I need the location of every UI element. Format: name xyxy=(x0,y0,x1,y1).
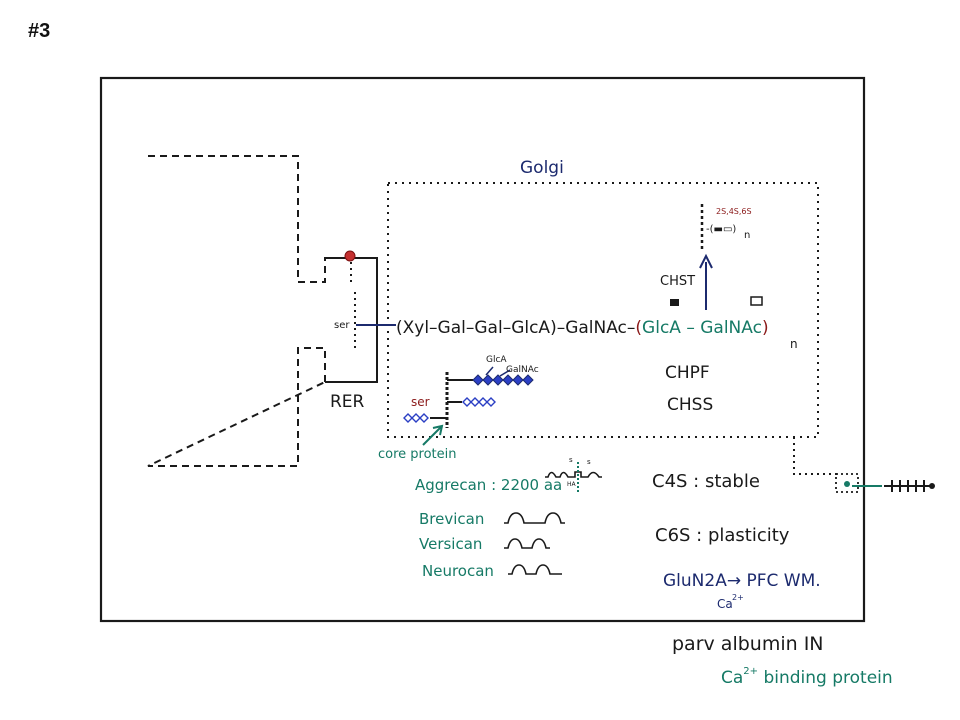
repeat-subscript-n: n xyxy=(790,337,798,351)
aggrecan-mark-s1: s xyxy=(569,456,573,464)
golgi-outline xyxy=(387,182,819,438)
c4s-note: C4S : stable xyxy=(652,471,760,492)
neurocan-domain-icon xyxy=(508,564,562,575)
export-path xyxy=(793,437,840,475)
aggrecan-mark-s2: s xyxy=(587,458,591,466)
galnac-pointer xyxy=(499,369,511,377)
brevican-label: Brevican xyxy=(419,510,484,528)
ser-label: ser xyxy=(334,320,350,331)
cell-boundary xyxy=(99,76,866,623)
repeat-galnac: GalNAc xyxy=(700,318,762,338)
core-galnac-label: GalNAc xyxy=(506,365,539,375)
pv-ca-binding: Ca2+ binding protein xyxy=(721,666,893,688)
chss-label: CHSS xyxy=(667,395,713,415)
secreted-proteoglycan-ticks xyxy=(891,480,925,492)
glun-ca-label: Ca xyxy=(717,597,733,611)
pv-ca-label: Ca xyxy=(721,668,743,688)
repeat-close-paren: ) xyxy=(762,318,769,338)
repeat-glca: GlcA xyxy=(642,318,681,338)
chst-label: CHST xyxy=(660,274,695,289)
aggrecan-domain-icon xyxy=(545,471,602,478)
rer-label: RER xyxy=(330,392,365,412)
repeat-dash: – xyxy=(681,318,700,338)
rer-outline xyxy=(325,257,378,383)
vesicle-icon xyxy=(835,473,859,493)
gag-chain-2-sugars xyxy=(462,397,496,407)
glun-ca-charge: 2+ xyxy=(732,593,744,602)
brevican-domain-icon xyxy=(504,512,565,524)
versican-label: Versican xyxy=(419,535,482,553)
sulfation-positions: 2S,4S,6S xyxy=(716,207,752,216)
sulfation-subscript-n: n xyxy=(744,230,750,241)
versican-domain-icon xyxy=(504,538,550,549)
gag-chain-3-sugars xyxy=(403,413,429,423)
core-protein-label: core protein xyxy=(378,447,457,462)
repeat-open-paren: ( xyxy=(635,318,642,338)
pv-binding-label: binding protein xyxy=(758,668,893,688)
ribosome-icon xyxy=(344,250,356,262)
chpf-label: CHPF xyxy=(665,363,710,383)
aggrecan-mark-ha: HA xyxy=(567,481,577,488)
secreted-end-icon xyxy=(929,483,935,489)
glun-note: GluN2A→ PFC WM. xyxy=(663,571,821,591)
c6s-note: C6S : plasticity xyxy=(655,525,790,546)
gag-chain-1-sugars xyxy=(472,374,534,386)
linker-chain: (Xyl–Gal–Gal–GlcA)–GalNAc–(GlcA – GalNAc… xyxy=(396,318,769,338)
core-protein-arrow xyxy=(422,426,442,446)
pv-title: parv albumin IN xyxy=(672,633,824,655)
golgi-label: Golgi xyxy=(520,158,564,178)
nucleus-outline xyxy=(147,155,377,467)
linker-tetrasaccharide: (Xyl–Gal–Gal–GlcA)–GalNAc– xyxy=(396,318,635,338)
neurocan-label: Neurocan xyxy=(422,562,494,580)
chst-arrow-head-icon xyxy=(699,253,713,269)
aggrecan-label: Aggrecan : 2200 aa xyxy=(415,476,562,494)
galnac-marker-icon xyxy=(750,296,763,306)
core-ser-label: ser xyxy=(411,395,430,409)
core-glca-label: GlcA xyxy=(486,355,507,365)
glca-marker-icon xyxy=(670,299,679,306)
core-protein-arrow-head-icon xyxy=(432,424,444,436)
slide-number: #3 xyxy=(28,20,51,42)
glca-pointer xyxy=(485,366,494,376)
vesicle-cargo-icon xyxy=(844,481,850,487)
sulfation-unit: -(▬▭) xyxy=(706,224,736,235)
pv-ca-charge: 2+ xyxy=(743,666,758,677)
